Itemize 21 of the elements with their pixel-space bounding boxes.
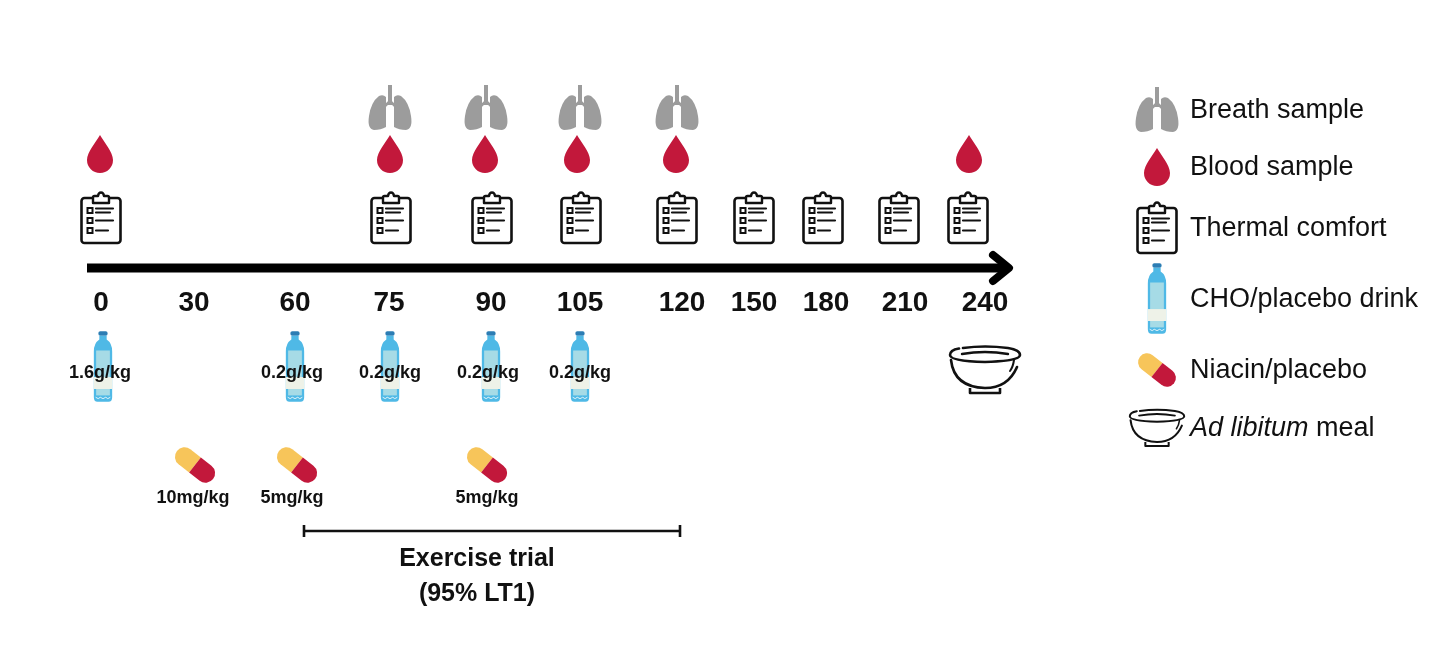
legend-label: Breath sample: [1190, 94, 1365, 126]
dose-label: 5mg/kg: [260, 486, 324, 508]
time-label: 90: [475, 285, 507, 319]
legend-label: Blood sample: [1190, 151, 1354, 183]
legend-label: Ad libitum meal: [1190, 412, 1375, 444]
time-label: 60: [279, 285, 311, 319]
time-label: 210: [881, 285, 929, 319]
time-label: 180: [802, 285, 850, 319]
period-label: Exercise trial (95% LT1): [398, 541, 556, 608]
time-label: 105: [556, 285, 604, 319]
legend-label: Thermal comfort: [1190, 212, 1387, 244]
legend-label: Niacin/placebo: [1190, 354, 1368, 386]
dose-label: 10mg/kg: [156, 486, 230, 508]
time-label: 150: [730, 285, 778, 319]
legend-label: CHO/placebo drink: [1190, 283, 1419, 315]
dose-label: 5mg/kg: [455, 486, 519, 508]
time-label: 240: [961, 285, 1009, 319]
time-label: 30: [178, 285, 210, 319]
time-label: 75: [373, 285, 405, 319]
time-label: 0: [93, 285, 109, 319]
time-label: 120: [658, 285, 706, 319]
